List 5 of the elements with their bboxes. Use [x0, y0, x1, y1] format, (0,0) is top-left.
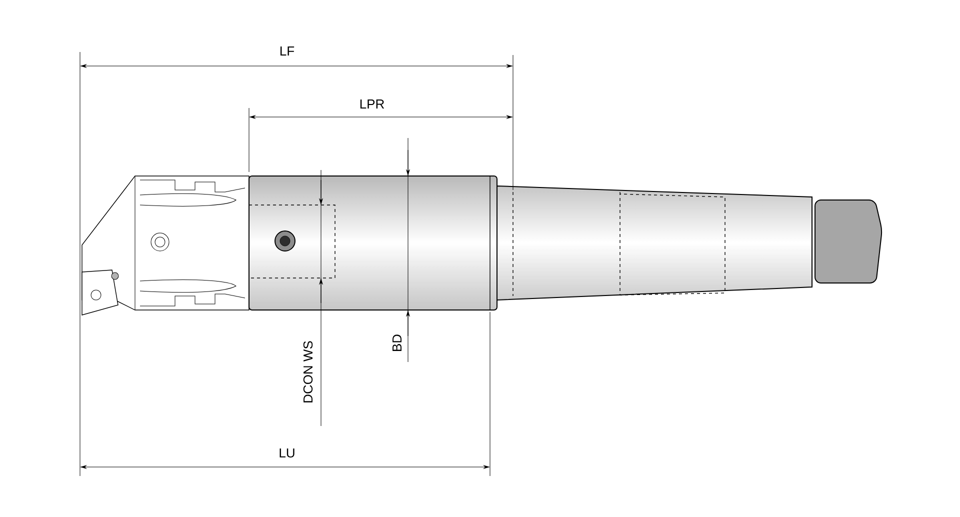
dimension-label: DCON WS — [303, 341, 313, 402]
dimension-label: LPR — [360, 100, 384, 108]
dimension-label: LU — [280, 448, 294, 458]
dimension-label: BD — [392, 334, 402, 351]
dimension-label: LF — [280, 46, 294, 56]
